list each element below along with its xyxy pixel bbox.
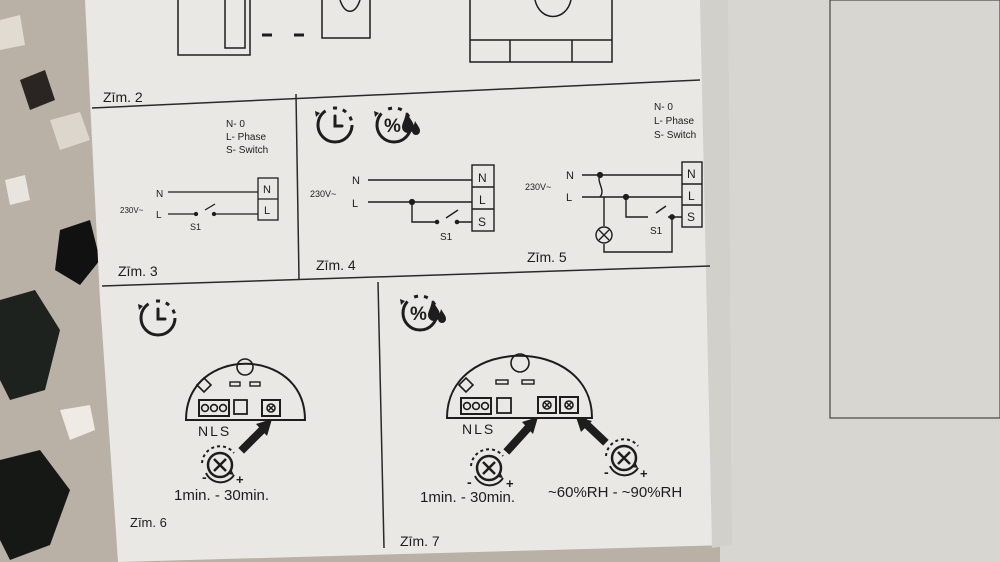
switch-fig4: S1: [440, 232, 453, 243]
lamp-icon: [595, 226, 613, 244]
table-grid: [91, 79, 711, 549]
l-label-fig3: L: [156, 210, 162, 221]
top-figure-partial: [177, 0, 613, 63]
fig7-label: Zīm. 7: [400, 533, 440, 549]
n-label-fig3: N: [156, 189, 163, 200]
terminal-n-fig3: N: [263, 184, 271, 196]
fig2-label: Zīm. 2: [103, 89, 143, 105]
page-fold-shadow: [700, 0, 732, 548]
range-fig7-humidity: ~60%RH - ~90%RH: [548, 484, 682, 501]
fig6-label: Zīm. 6: [130, 515, 167, 530]
manual-page: [85, 0, 728, 562]
terminal-s-fig4: S: [478, 215, 486, 229]
terminal-n-fig4: N: [478, 171, 487, 185]
voltage-fig4: 230V~: [310, 189, 336, 199]
minus-fig6: -: [202, 469, 207, 485]
fig5-label: Zīm. 5: [527, 249, 567, 265]
terminals-fig7: NLS: [462, 421, 495, 437]
fig3-wiring: N- 0 L- Phase S- Switch 230V~ N L N L S1: [120, 119, 279, 232]
terminals-fig6: NLS: [198, 423, 231, 439]
fig3-label: Zīm. 3: [118, 263, 158, 279]
plus-fig7-humidity: +: [640, 466, 648, 481]
plus-fig7-time: +: [506, 476, 514, 491]
l-label-fig5: L: [566, 192, 572, 204]
fig6-board: NLS - + 1min. - 30min.: [174, 358, 307, 504]
switch-fig3: S1: [190, 222, 201, 232]
terminal-l-fig5: L: [688, 189, 695, 203]
n-label-fig4: N: [352, 175, 360, 187]
fig4-wiring: 230V~ N L N L S S1: [310, 164, 495, 243]
range-fig7-time: 1min. - 30min.: [420, 489, 515, 506]
next-page-frame: [829, 0, 1000, 419]
minus-fig7-humidity: -: [604, 464, 609, 480]
range-fig6: 1min. - 30min.: [174, 487, 269, 504]
voltage-fig5: 230V~: [525, 182, 551, 192]
terrazzo-chips: [0, 15, 100, 560]
fig5-wiring: N- 0 L- Phase S- Switch 230V~ N L N L S …: [525, 102, 703, 253]
terminal-l-fig4: L: [479, 193, 486, 207]
next-page: [720, 0, 1000, 562]
switch-fig5: S1: [650, 226, 663, 237]
legend-n-fig3: N- 0: [226, 119, 245, 130]
plus-fig6: +: [236, 472, 244, 487]
terminal-l-fig3: L: [264, 205, 270, 217]
voltage-fig3: 230V~: [120, 206, 144, 215]
minus-fig7-time: -: [467, 474, 472, 490]
legend-n-fig5: N- 0: [654, 102, 673, 113]
terminal-n-fig5: N: [687, 167, 696, 181]
l-label-fig4: L: [352, 198, 358, 210]
legend-s-fig3: S- Switch: [226, 145, 268, 156]
n-label-fig5: N: [566, 170, 574, 182]
legend-l-fig5: L- Phase: [654, 116, 694, 127]
legend-l-fig3: L- Phase: [226, 132, 266, 143]
fig7-board: NLS - + - + 1min. - 30min. ~60%RH - ~90%…: [420, 353, 682, 506]
terminal-s-fig5: S: [687, 210, 695, 224]
fig4-label: Zīm. 4: [316, 257, 356, 273]
legend-s-fig5: S- Switch: [654, 130, 696, 141]
